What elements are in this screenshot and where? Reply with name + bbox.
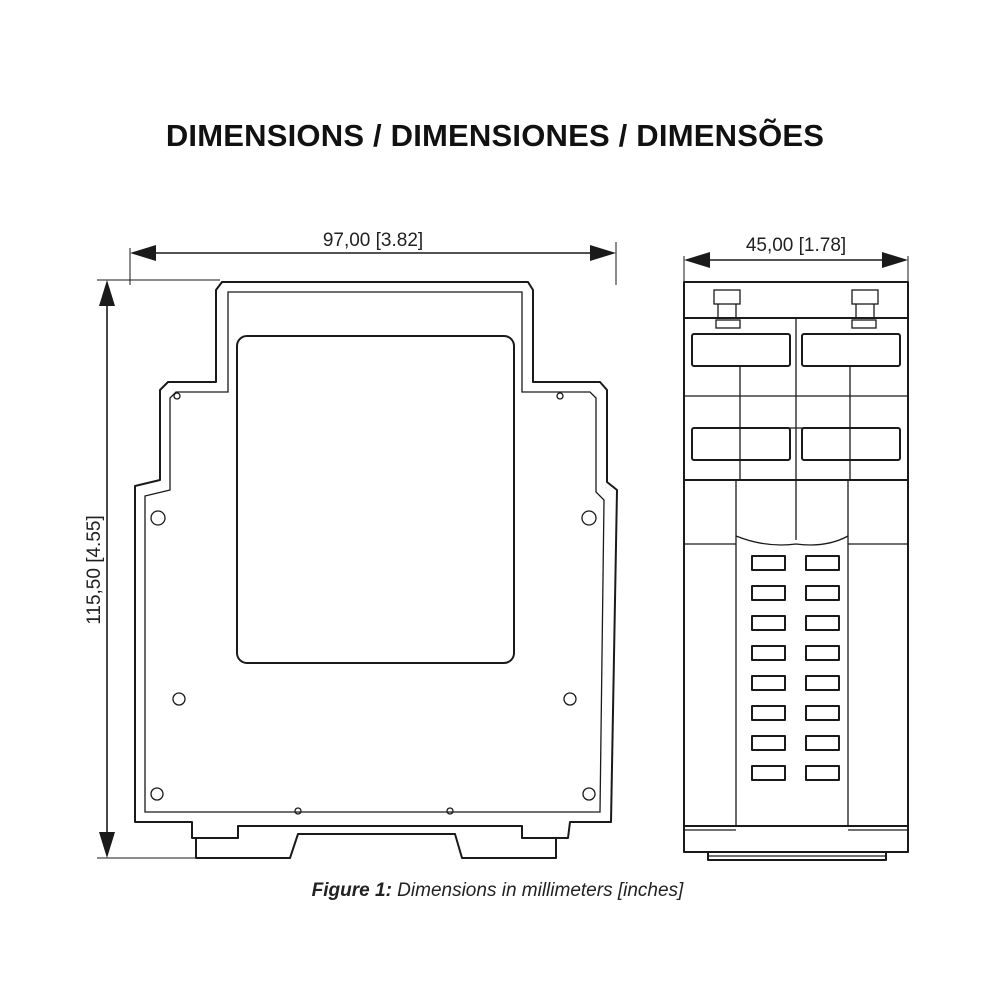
side-width-label: 45,00 [1.78] (746, 235, 846, 256)
slot-6-2 (805, 705, 840, 721)
slot-5-1 (751, 675, 786, 691)
slot-8-1 (751, 765, 786, 781)
slot-3-1 (751, 615, 786, 631)
height-dimension: 115,50 [4.55] (84, 279, 220, 859)
slot-4-1 (751, 645, 786, 661)
slot-6-1 (751, 705, 786, 721)
figure-caption: Figure 1: Dimensions in millimeters [inc… (0, 880, 995, 902)
front-width-dimension: 97,00 [3.82] (129, 230, 617, 285)
height-label: 115,50 [4.55] (84, 515, 105, 625)
side-view (683, 281, 909, 861)
front-width-label: 97,00 [3.82] (323, 230, 423, 251)
side-width-dimension: 45,00 [1.78] (683, 235, 909, 284)
caption-label: Figure 1: (311, 880, 392, 901)
slot-4-2 (805, 645, 840, 661)
slot-2-1 (751, 585, 786, 601)
page-title: DIMENSIONS / DIMENSIONES / DIMENSÕES (165, 118, 825, 153)
slot-1-1 (751, 555, 786, 571)
slot-7-1 (751, 735, 786, 751)
side-view-slot-grid (751, 555, 840, 781)
front-view (134, 281, 618, 859)
slot-3-2 (805, 615, 840, 631)
slot-2-2 (805, 585, 840, 601)
slot-8-2 (805, 765, 840, 781)
caption-text: Dimensions in millimeters [inches] (391, 880, 684, 901)
slot-1-2 (805, 555, 840, 571)
slot-5-2 (805, 675, 840, 691)
slot-7-2 (805, 735, 840, 751)
